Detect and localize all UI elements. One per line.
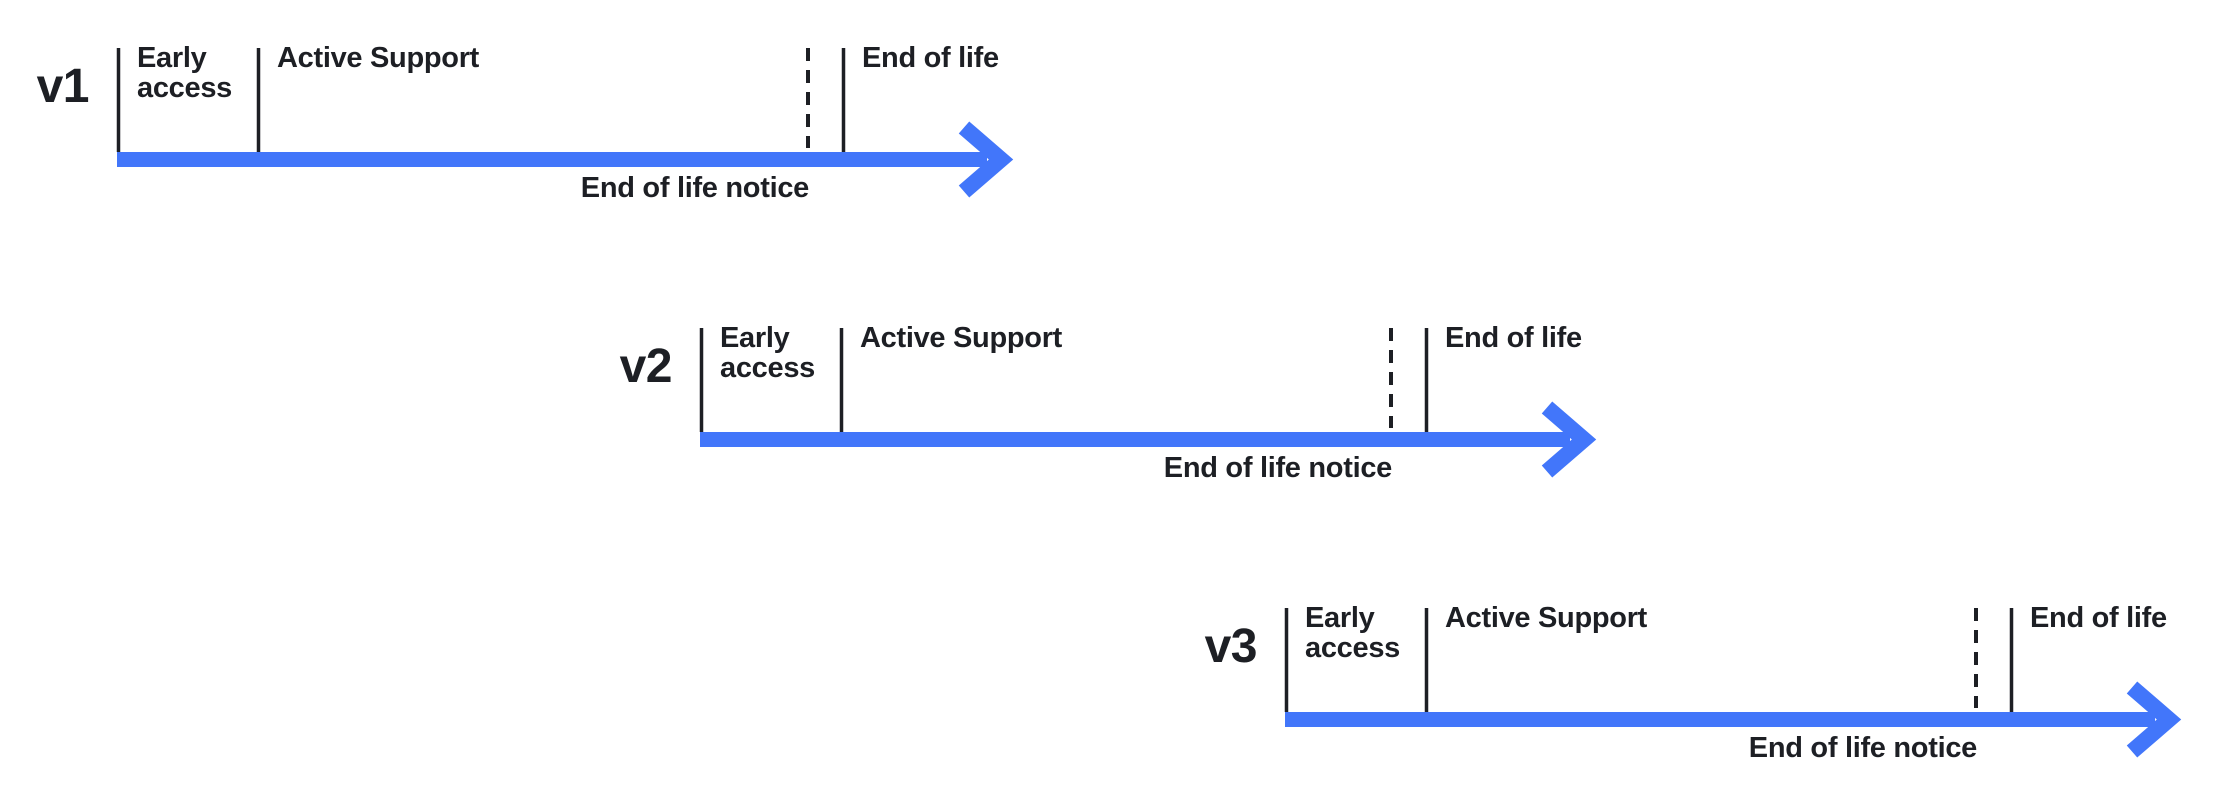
active-support-label: Active Support [860, 322, 1063, 354]
active-support-label: Active Support [277, 42, 480, 74]
end-of-life-notice-label: End of life notice [1748, 732, 1978, 764]
timeline-graphic [699, 328, 1597, 478]
timeline-arrowhead-icon [1541, 401, 1597, 478]
version-label: v1 [36, 60, 90, 113]
timeline-graphic [116, 48, 1014, 198]
version-label: v3 [1204, 620, 1258, 673]
end-of-life-label: End of life [1445, 322, 1582, 354]
version-label: v2 [619, 340, 673, 393]
end-of-life-label: End of life [862, 42, 999, 74]
end-of-life-notice-label: End of life notice [1163, 452, 1393, 484]
timeline-graphic [1284, 608, 2182, 758]
timeline-arrowhead-icon [958, 121, 1014, 198]
timeline-arrow-shaft [117, 152, 987, 167]
active-support-label: Active Support [1445, 602, 1648, 634]
end-of-life-notice-label: End of life notice [580, 172, 810, 204]
early-access-label: Early access [720, 322, 815, 384]
timeline-arrow-shaft [1285, 712, 2155, 727]
early-access-label: Early access [137, 42, 232, 104]
early-access-label: Early access [1305, 602, 1400, 664]
timeline-arrowhead-icon [2126, 681, 2182, 758]
end-of-life-label: End of life [2030, 602, 2167, 634]
timeline-arrow-shaft [700, 432, 1570, 447]
